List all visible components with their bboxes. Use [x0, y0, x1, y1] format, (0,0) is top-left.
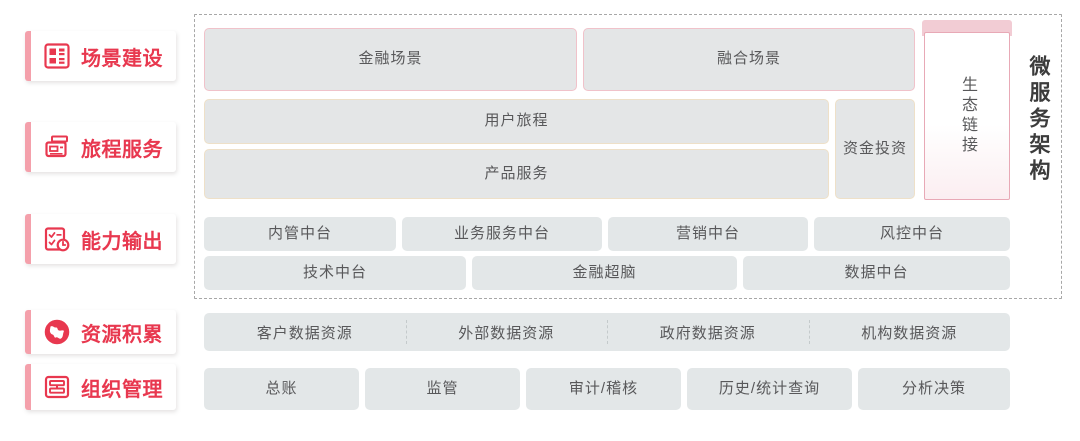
org-box-history-statistics-query[interactable]: 历史/统计查询 [687, 368, 852, 410]
sidebar-accent-bar [25, 31, 31, 81]
scenario-box-integrated[interactable]: 融合场景 [583, 28, 915, 91]
journey-box-product-service[interactable]: 产品服务 [204, 149, 829, 199]
cell-label: 用户旅程 [484, 112, 549, 130]
microservice-architecture-label: 微服务架构 [1027, 55, 1050, 185]
midend-box-marketing[interactable]: 营销中台 [608, 217, 808, 251]
sidebar-accent-bar [25, 310, 31, 354]
ecosystem-pillar-body: 生态链接 [924, 32, 1010, 200]
sidebar-item-label: 场景建设 [81, 47, 163, 70]
cell-label: 技术中台 [302, 263, 367, 281]
cell-label: 资金投资 [842, 140, 907, 158]
cell-label: 审计/稽核 [568, 379, 639, 397]
resource-segment-external[interactable]: 外部数据资源 [405, 313, 608, 351]
midend-box-technology[interactable]: 技术中台 [204, 256, 466, 290]
sidebar-item-resource-accumulation[interactable]: 资源积累 [25, 310, 176, 354]
capital-investment-box[interactable]: 资金投资 [835, 99, 915, 199]
cell-label: 总账 [265, 379, 298, 397]
resource-segment-customer[interactable]: 客户数据资源 [204, 313, 406, 351]
ecosystem-link-pillar[interactable]: 生态链接 [922, 20, 1012, 200]
midend-box-business-service[interactable]: 业务服务中台 [402, 217, 602, 251]
midend-box-internal-management[interactable]: 内管中台 [204, 217, 396, 251]
cell-label: 监管 [426, 379, 459, 397]
cell-label: 金融超脑 [572, 263, 637, 281]
cell-label: 风控中台 [879, 224, 944, 242]
cell-label: 内管中台 [267, 224, 332, 242]
org-box-audit[interactable]: 审计/稽核 [526, 368, 681, 410]
cell-label: 外部数据资源 [458, 324, 555, 342]
sidebar-item-label: 组织管理 [81, 378, 163, 401]
microservice-scope-frame [194, 14, 1062, 299]
globe-icon [40, 315, 74, 349]
cell-label: 生态链接 [959, 76, 976, 156]
sidebar-item-capability-output[interactable]: 能力输出 [25, 214, 176, 264]
midend-box-risk-control[interactable]: 风控中台 [814, 217, 1010, 251]
sidebar-item-label: 旅程服务 [81, 138, 163, 161]
cell-label: 政府数据资源 [659, 324, 756, 342]
midend-box-data[interactable]: 数据中台 [743, 256, 1010, 290]
org-chart-icon [40, 370, 74, 404]
card-terminal-icon [40, 130, 74, 164]
sidebar-item-scenario-construction[interactable]: 场景建设 [25, 31, 176, 81]
org-box-general-ledger[interactable]: 总账 [204, 368, 359, 410]
scenario-box-financial[interactable]: 金融场景 [204, 28, 577, 91]
checklist-clock-icon [40, 222, 74, 256]
category-sidebar: 场景建设 旅程服务 能力输出 [0, 0, 190, 441]
cell-label: 营销中台 [675, 224, 740, 242]
sidebar-accent-bar [25, 122, 31, 172]
sidebar-item-label: 资源积累 [81, 323, 163, 346]
dashboard-layout-icon [40, 39, 74, 73]
cell-label: 分析决策 [901, 379, 966, 397]
sidebar-accent-bar [25, 214, 31, 264]
sidebar-item-journey-service[interactable]: 旅程服务 [25, 122, 176, 172]
journey-box-user-journey[interactable]: 用户旅程 [204, 99, 829, 144]
midend-box-financial-brain[interactable]: 金融超脑 [472, 256, 737, 290]
cell-label: 金融场景 [358, 50, 423, 68]
resource-segment-government[interactable]: 政府数据资源 [607, 313, 809, 351]
cell-label: 产品服务 [484, 164, 549, 182]
sidebar-item-label: 能力输出 [81, 230, 163, 253]
org-box-regulation[interactable]: 监管 [365, 368, 520, 410]
cell-label: 历史/统计查询 [718, 379, 821, 397]
architecture-diagram: 金融场景 融合场景 生态链接 微服务架构 用户旅程 产品服务 资金投资 内管中台… [190, 0, 1080, 441]
org-box-analysis-decision[interactable]: 分析决策 [858, 368, 1010, 410]
resource-row: 客户数据资源 外部数据资源 政府数据资源 机构数据资源 [204, 313, 1010, 351]
resource-segment-institution[interactable]: 机构数据资源 [808, 313, 1011, 351]
cell-label: 机构数据资源 [861, 324, 958, 342]
sidebar-accent-bar [25, 364, 31, 410]
cell-label: 业务服务中台 [453, 224, 550, 242]
cell-label: 客户数据资源 [256, 324, 353, 342]
sidebar-item-organization-management[interactable]: 组织管理 [25, 364, 176, 410]
cell-label: 数据中台 [844, 263, 909, 281]
cell-label: 融合场景 [716, 50, 781, 68]
